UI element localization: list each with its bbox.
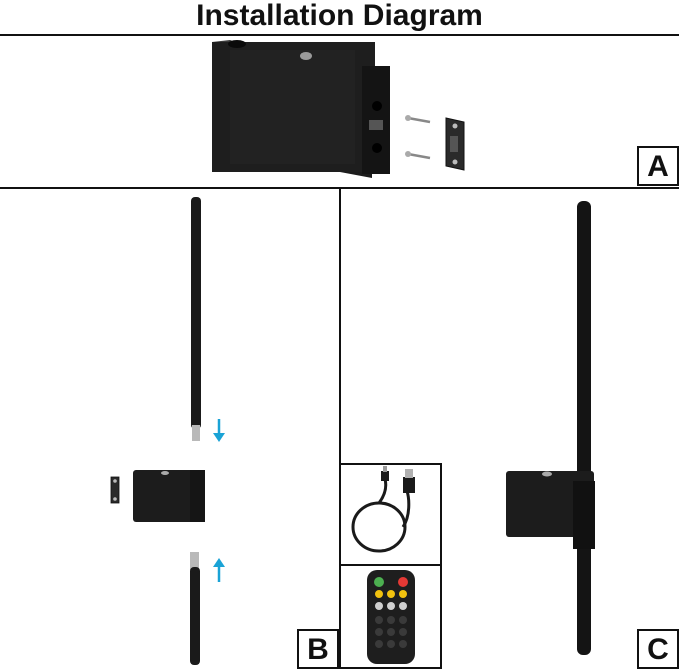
mount-box-hole-2 — [372, 143, 382, 153]
fixture-box-side — [190, 470, 205, 522]
assembled-fixture-screw — [542, 471, 552, 477]
upper-rod — [191, 197, 201, 429]
assembled-fixture-side — [573, 481, 595, 549]
arrow-down-icon — [213, 419, 225, 442]
arrow-up-icon — [213, 558, 225, 582]
panel-a-illustration — [212, 40, 465, 178]
panel-c-illustration — [506, 201, 595, 655]
small-bracket — [110, 476, 120, 504]
lower-rod — [190, 567, 200, 665]
mount-box-screw-top — [300, 52, 312, 60]
divider-top — [0, 34, 679, 36]
panel-a-label: A — [637, 146, 679, 186]
mount-box-hole-top — [228, 40, 246, 48]
upper-rod-connector — [192, 425, 200, 441]
fixture-box-top-screw — [161, 471, 169, 475]
usb-cable-icon — [351, 466, 415, 553]
panel-b-illustration — [110, 197, 225, 665]
assembled-rod — [577, 201, 591, 655]
assembled-fixture-box — [506, 471, 594, 537]
remote-control-icon — [367, 570, 415, 664]
mount-box-slot — [369, 120, 383, 130]
remote-thumbnail — [339, 564, 442, 669]
diagram-title: Installation Diagram — [196, 0, 483, 32]
panel-c-label: C — [637, 629, 679, 669]
screw-icon — [405, 115, 431, 160]
mount-box-inner-panel — [230, 50, 355, 164]
panel-b-label: B — [297, 629, 339, 669]
fixture-box — [133, 470, 205, 522]
lower-rod-connector — [190, 552, 199, 570]
wall-bracket — [445, 117, 465, 171]
divider-vertical — [339, 187, 341, 669]
mount-box-hole-1 — [372, 101, 382, 111]
